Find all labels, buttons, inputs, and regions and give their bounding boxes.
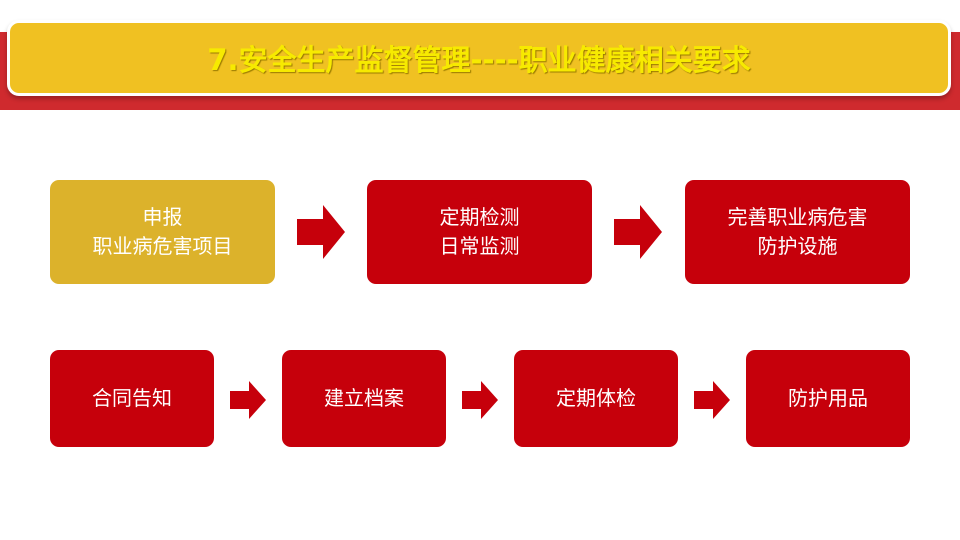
step-label: 定期体检 — [556, 386, 636, 410]
arrow-right-icon — [297, 205, 345, 259]
step-protection-facilities: 完善职业病危害 防护设施 — [685, 180, 910, 284]
step-records: 建立档案 — [282, 350, 446, 447]
arrow-right-icon — [462, 381, 498, 419]
step-line1: 定期检测 — [439, 205, 520, 229]
step-declare: 申报 职业病危害项目 — [50, 180, 275, 284]
step-line2: 防护设施 — [757, 234, 838, 258]
arrow-right-icon — [694, 381, 730, 419]
step-line2: 日常监测 — [439, 234, 520, 258]
step-contract-notice: 合同告知 — [50, 350, 214, 447]
page-title: 7.安全生产监督管理----职业健康相关要求 — [207, 43, 751, 77]
step-label: 合同告知 — [92, 386, 172, 410]
step-line1: 申报 — [142, 205, 183, 229]
step-health-check: 定期体检 — [514, 350, 678, 447]
step-label: 建立档案 — [324, 386, 404, 410]
arrow-right-icon — [614, 205, 662, 259]
step-line1: 完善职业病危害 — [727, 205, 868, 229]
title-banner: 7.安全生产监督管理----职业健康相关要求 — [7, 20, 951, 96]
step-line2: 职业病危害项目 — [92, 234, 233, 258]
step-protective-equipment: 防护用品 — [746, 350, 910, 447]
arrow-right-icon — [230, 381, 266, 419]
step-monitoring: 定期检测 日常监测 — [367, 180, 592, 284]
step-label: 防护用品 — [788, 386, 868, 410]
